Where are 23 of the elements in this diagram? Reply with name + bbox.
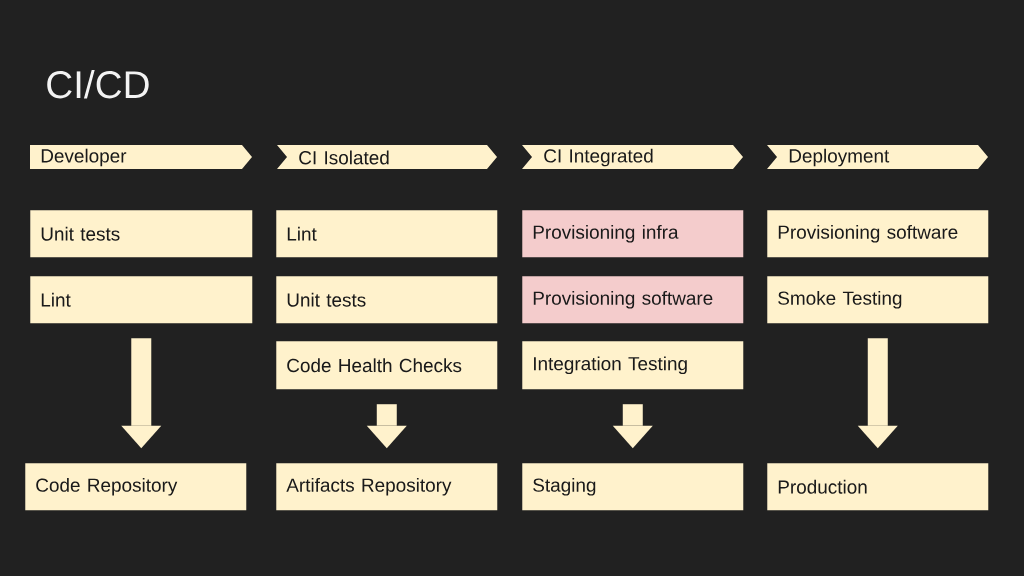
block-arrow [366,404,407,449]
step-box: Lint [30,276,253,324]
chevron-banner: CI Integrated [522,145,743,169]
step-box: Unit tests [276,276,498,324]
title: CI/CD [47,70,149,99]
block-arrow [121,338,162,449]
block-arrow [612,404,653,449]
step-box: Code Health Checks [276,341,498,390]
step-box: Smoke Testing [767,276,989,324]
step-box: Provisioning software [522,276,744,324]
step-box: Production [767,463,989,511]
chevron-banner: CI Isolated [277,145,497,169]
chevron-banner: Deployment [767,145,988,169]
step-box: Staging [522,463,744,511]
step-box: Unit tests [30,210,253,258]
step-box: Provisioning infra [522,210,744,258]
block-arrow [857,338,898,449]
step-box: Provisioning software [767,210,989,258]
step-box: Code Repository [25,463,247,511]
step-box: Lint [276,210,498,258]
chevron-banner: Developer [30,145,252,169]
step-box: Integration Testing [522,341,744,390]
step-box: Artifacts Repository [276,463,498,511]
